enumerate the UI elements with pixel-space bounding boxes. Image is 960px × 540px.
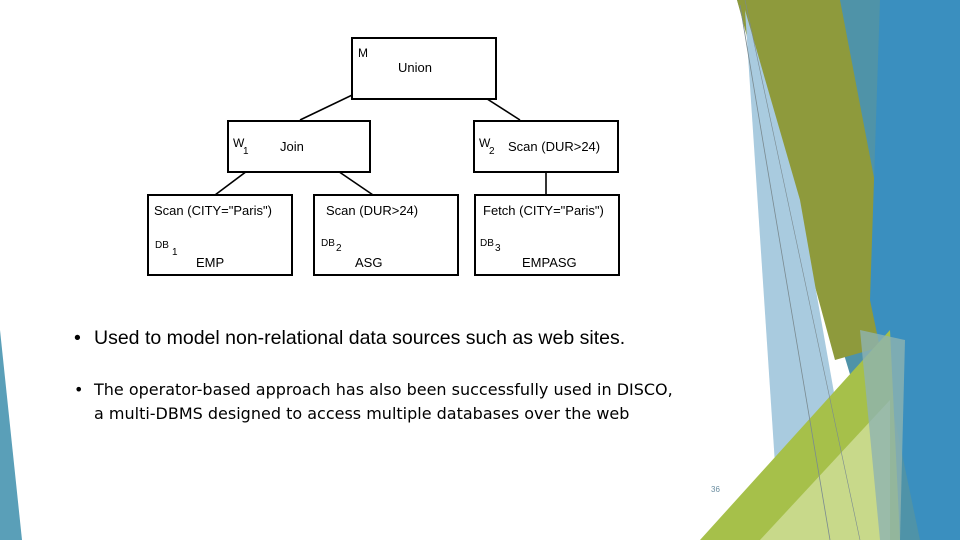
wrapper-1-sub: 1 — [243, 146, 249, 157]
bullet-text-2-line-1: The operator-based approach has also bee… — [94, 380, 673, 399]
db1-tag: DB — [155, 240, 169, 251]
leaf-db2-node: Scan (DUR>24) DB 2 ASG — [313, 194, 459, 276]
right-pale-lime-panel — [760, 400, 890, 540]
left-accent-shape — [0, 330, 22, 540]
db2-tag: DB — [321, 238, 335, 249]
db2-sub: 2 — [336, 243, 342, 254]
db1-sub: 1 — [172, 247, 178, 258]
db3-tag: DB — [480, 238, 494, 249]
wrapper-1-tag: W — [233, 136, 245, 150]
wrapper-2-tag: W — [479, 136, 491, 150]
leaf-db1-operation: Scan (CITY="Paris") — [154, 203, 272, 218]
wrapper-2-node: W 2 Scan (DUR>24) — [473, 120, 619, 173]
leaf-db3-node: Fetch (CITY="Paris") DB 3 EMPASG — [474, 194, 620, 276]
wrapper-1-node: W 1 Join — [227, 120, 371, 173]
join-label: Join — [280, 139, 304, 154]
bullet-text-1: Used to model non-relational data source… — [94, 327, 626, 349]
page-number: 36 — [711, 485, 720, 494]
mediator-node: M Union — [351, 37, 497, 100]
mediator-tag: M — [358, 46, 368, 60]
bullet-text-2-line-2: a multi-DBMS designed to access multiple… — [94, 404, 630, 423]
leaf-db1-node: Scan (CITY="Paris") DB 1 EMP — [147, 194, 293, 276]
leaf-db2-operation: Scan (DUR>24) — [326, 203, 418, 218]
db3-sub: 3 — [495, 243, 501, 254]
leaf-db3-operation: Fetch (CITY="Paris") — [483, 203, 604, 218]
emp-relation: EMP — [196, 255, 224, 270]
right-olive-panel — [737, 0, 905, 360]
right-thin-line — [739, 4, 831, 540]
empasg-relation: EMPASG — [522, 255, 577, 270]
union-label: Union — [398, 60, 432, 75]
right-gray-sliver — [860, 330, 905, 540]
asg-relation: ASG — [355, 255, 382, 270]
wrapper-2-sub: 2 — [489, 146, 495, 157]
right-thin-line-2 — [744, 0, 861, 540]
bullet-dot: • — [74, 380, 84, 399]
bullet-dot: • — [74, 327, 81, 349]
wrapper-2-scan-label: Scan (DUR>24) — [508, 139, 600, 154]
